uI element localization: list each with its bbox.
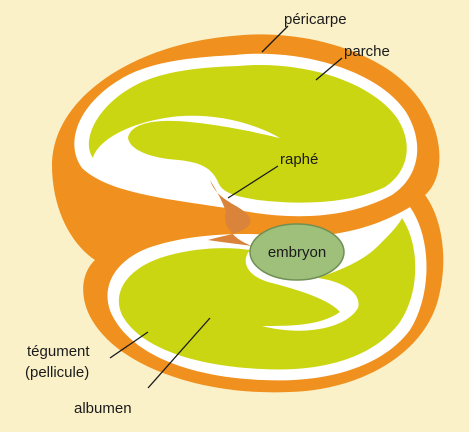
label-raphe: raphé: [280, 151, 318, 168]
label-tegument-line1: tégument: [27, 343, 90, 360]
label-tegument-line2: (pellicule): [25, 364, 89, 381]
label-embryon: embryon: [268, 244, 326, 261]
label-parche: parche: [344, 43, 390, 60]
label-pericarpe: péricarpe: [284, 11, 347, 28]
label-albumen: albumen: [74, 400, 132, 417]
